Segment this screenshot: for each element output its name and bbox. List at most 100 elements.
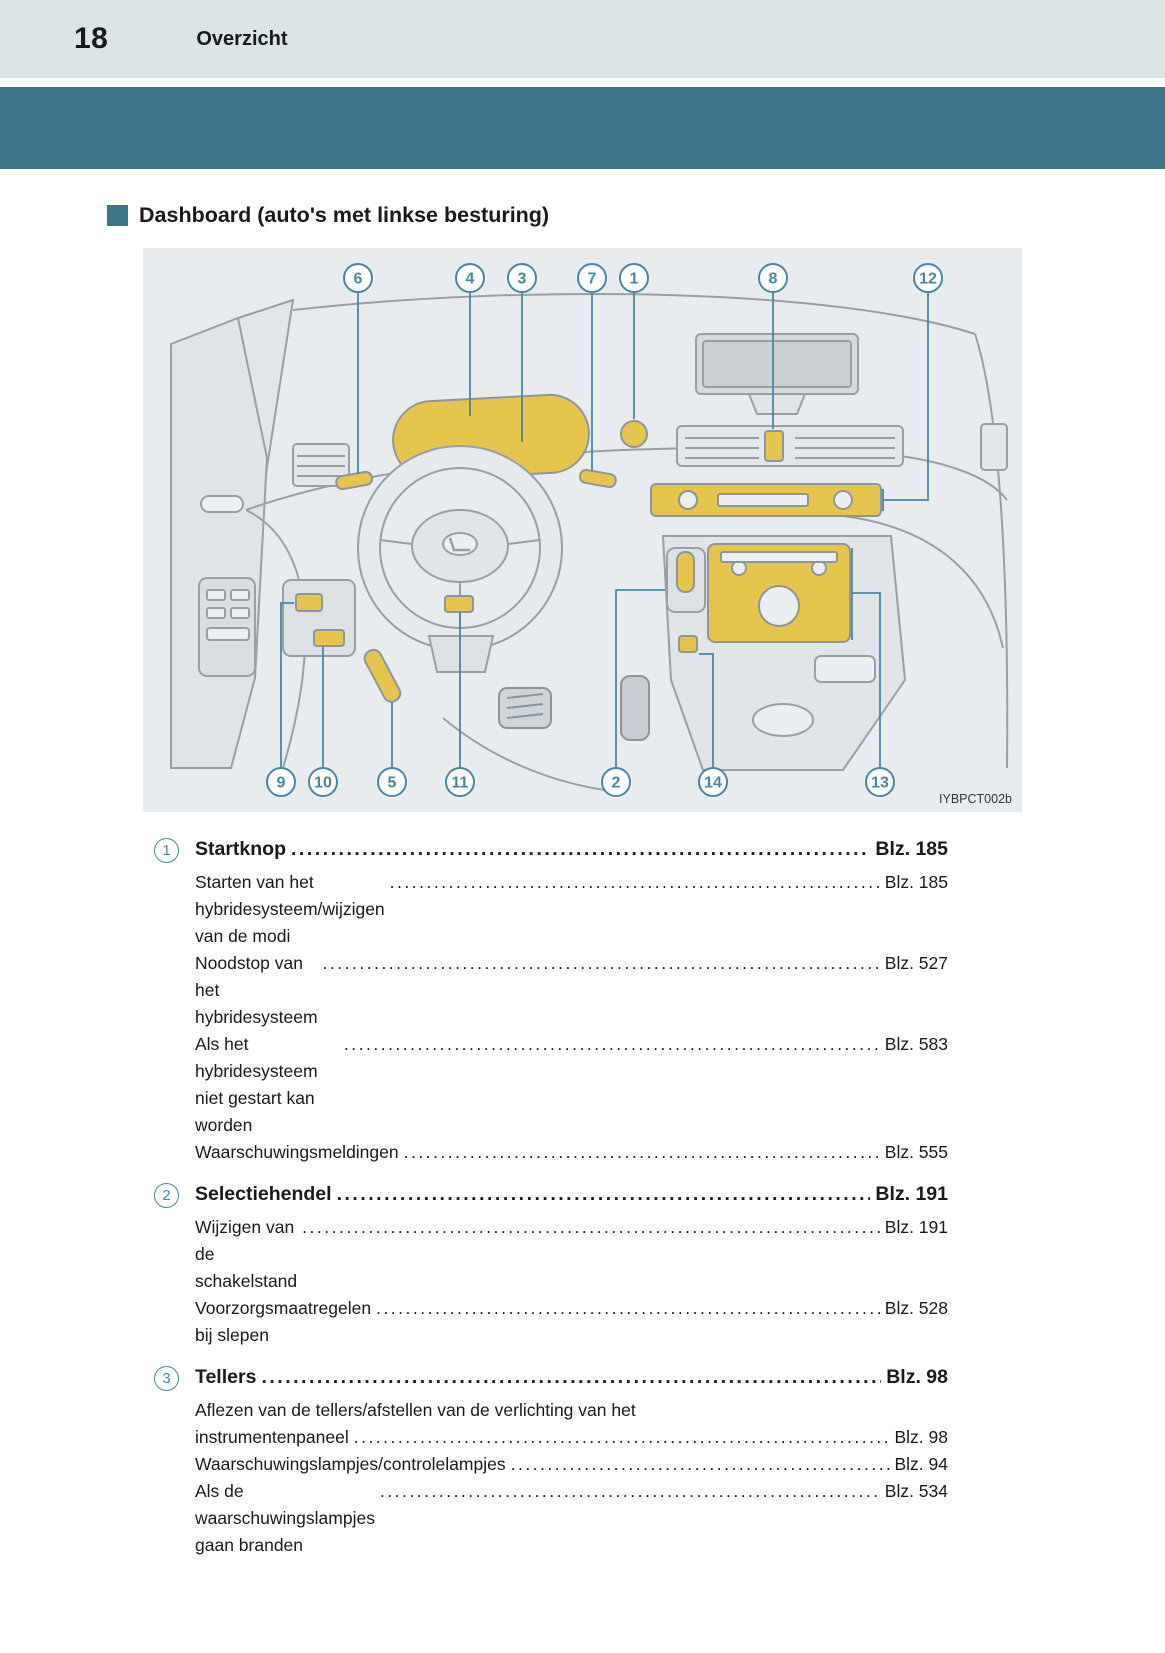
dot-leader xyxy=(404,1139,880,1166)
subitem-text: instrumentenpaneel xyxy=(195,1427,349,1447)
subitem-page-ref: Blz. 191 xyxy=(884,1217,948,1237)
climate-control-panel xyxy=(650,483,882,517)
callout-circle xyxy=(619,263,649,293)
dot-leader xyxy=(354,1424,890,1451)
page-title: Dashboard (auto's met linkse besturing) xyxy=(107,203,1165,228)
item-title-row: 1StartknopBlz. 185 xyxy=(154,838,948,863)
callout-number: 1 xyxy=(630,271,639,288)
subitem-text: Starten van het hybridesysteem/wijzigen … xyxy=(195,872,385,946)
item-number-badge: 2 xyxy=(154,1183,179,1208)
callout-number: 14 xyxy=(704,775,722,792)
dot-leader xyxy=(376,1295,880,1322)
callout-number: 5 xyxy=(388,775,397,792)
subitem-page-ref: Blz. 185 xyxy=(884,872,948,892)
callout-number: 2 xyxy=(612,775,621,792)
dot-leader xyxy=(344,1031,880,1058)
callout-circle xyxy=(377,767,407,797)
subitem-text: Voorzorgsmaatregelen bij slepen xyxy=(195,1298,372,1345)
page-title-text: Dashboard (auto's met linkse besturing) xyxy=(139,203,550,227)
heading-bullet-icon xyxy=(107,205,128,226)
subitem-text: Als het hybridesysteem niet gestart kan … xyxy=(195,1034,318,1135)
dash-switch-1 xyxy=(295,593,323,612)
dot-leader xyxy=(337,1183,871,1206)
multimedia-display xyxy=(695,333,859,415)
item-page-ref: Blz. 185 xyxy=(875,838,948,860)
right-air-vent xyxy=(980,423,1008,471)
item-title: Tellers xyxy=(195,1366,257,1388)
page-number: 18 xyxy=(74,22,109,55)
index-subitem: Noodstop van het hybridesysteem Blz. 527 xyxy=(154,950,948,1031)
subitem-page-ref: Blz. 534 xyxy=(884,1481,948,1501)
item-title-row: 2SelectiehendelBlz. 191 xyxy=(154,1183,948,1208)
callout-number: 13 xyxy=(871,775,889,792)
subitem-page-ref: Blz. 98 xyxy=(894,1427,949,1447)
dot-leader xyxy=(380,1478,880,1505)
dot-leader xyxy=(261,1366,881,1389)
index-subitem: Voorzorgsmaatregelen bij slepen Blz. 528 xyxy=(154,1295,948,1349)
callout-number: 8 xyxy=(769,271,778,288)
steering-wheel xyxy=(357,445,563,673)
left-stalk xyxy=(335,470,373,491)
index-subitem: Waarschuwingsmeldingen Blz. 555 xyxy=(154,1139,948,1166)
item-title: Selectiehendel xyxy=(195,1183,332,1205)
callout-circle xyxy=(758,263,788,293)
hazard-switch xyxy=(764,430,784,462)
dot-leader xyxy=(511,1451,890,1478)
subitem-text: Wijzigen van de schakelstand xyxy=(195,1217,298,1291)
callout-circle xyxy=(445,767,475,797)
index-subitem: Wijzigen van de schakelstand Blz. 191 xyxy=(154,1214,948,1295)
callout-circle xyxy=(343,263,373,293)
page-content: Dashboard (auto's met linkse besturing) xyxy=(0,203,1165,1559)
subitem-page-ref: Blz. 555 xyxy=(884,1142,948,1162)
index-subitem: Waarschuwingslampjes/controlelampjes Blz.… xyxy=(154,1451,948,1478)
callout-circle xyxy=(507,263,537,293)
dot-leader xyxy=(390,869,880,896)
cabin-outline xyxy=(170,292,1009,793)
pedals xyxy=(498,675,650,741)
subitem-page-ref: Blz. 528 xyxy=(884,1298,948,1318)
dash-switch-2 xyxy=(313,629,345,647)
callout-circle xyxy=(266,767,296,797)
figure-code: IYBPCT002b xyxy=(939,792,1012,806)
audio-panel xyxy=(707,543,851,643)
subitem-page-ref: Blz. 94 xyxy=(894,1454,949,1474)
subitem-text: Waarschuwingsmeldingen xyxy=(195,1142,399,1162)
callout-circle xyxy=(913,263,943,293)
index-subitem: Als het hybridesysteem niet gestart kan … xyxy=(154,1031,948,1139)
callout-number: 9 xyxy=(277,775,286,792)
callout-number: 10 xyxy=(314,775,332,792)
subitem-page-ref: Blz. 583 xyxy=(884,1034,948,1054)
release-lever xyxy=(363,648,402,703)
dot-leader xyxy=(302,1214,880,1241)
callout-circle xyxy=(308,767,338,797)
dot-leader xyxy=(291,838,870,861)
lexus-logo-icon xyxy=(448,537,470,552)
dot-leader xyxy=(323,950,880,977)
center-air-vents xyxy=(676,425,904,467)
callout-circle xyxy=(865,767,895,797)
index-subitem: instrumentenpaneel Blz. 98 xyxy=(154,1424,948,1451)
right-stalk xyxy=(579,468,617,489)
callout-circle xyxy=(601,767,631,797)
section-title: Overzicht xyxy=(196,27,288,50)
callout-number: 4 xyxy=(466,271,475,288)
subitem-text: Noodstop van het hybridesysteem xyxy=(195,953,318,1027)
callout-number: 3 xyxy=(518,271,527,288)
subitem-text: Waarschuwingslampjes/controlelampjes xyxy=(195,1454,506,1474)
page-header: 18 Overzicht xyxy=(0,0,1165,78)
index-subitem: Starten van het hybridesysteem/wijzigen … xyxy=(154,869,948,950)
subitem-page-ref: Blz. 527 xyxy=(884,953,948,973)
callout-circle xyxy=(455,263,485,293)
callout-number: 12 xyxy=(919,271,937,288)
callout-circle xyxy=(577,263,607,293)
shift-lever xyxy=(666,547,706,613)
subitem-text-line: Aflezen van de tellers/afstellen van de … xyxy=(195,1400,636,1420)
item-number-badge: 3 xyxy=(154,1366,179,1391)
item-title: Startknop xyxy=(195,838,287,860)
